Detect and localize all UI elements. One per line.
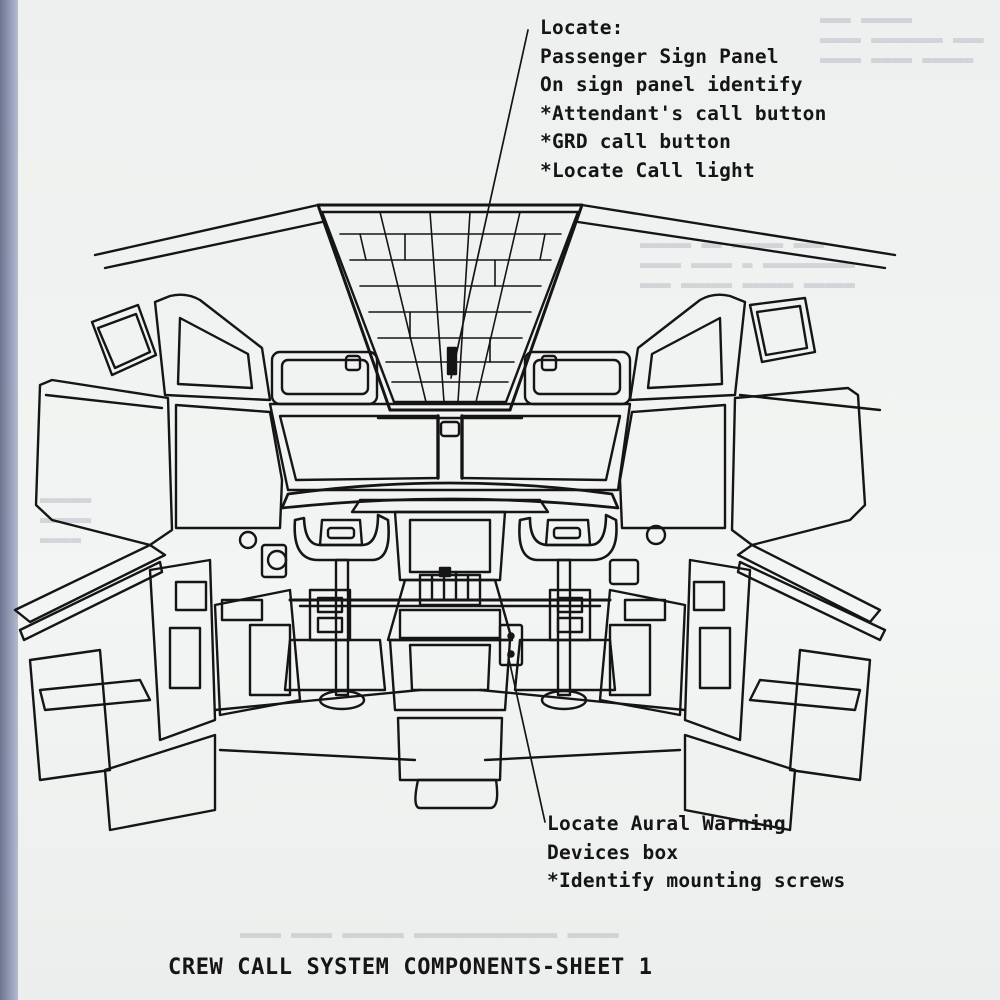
callout-line: Locate: — [540, 16, 624, 39]
callout-sign-panel: Locate: Passenger Sign Panel On sign pan… — [540, 14, 827, 186]
reverse-side-bleed: ▬▬▬▬ ▬▬▬▬ ▬▬▬▬▬▬ ▬▬▬▬▬▬▬▬▬▬▬▬▬▬ ▬▬▬▬▬ — [240, 925, 619, 945]
callout-line: Locate Aural Warning — [547, 812, 786, 835]
callout-line: *Attendant's call button — [540, 101, 827, 125]
leader-line-aural-warning — [507, 654, 546, 823]
leader-line-sign-panel — [450, 29, 529, 379]
callout-line: Devices box — [547, 840, 679, 864]
figure-caption: CREW CALL SYSTEM COMPONENTS-SHEET 1 — [168, 955, 653, 980]
callout-line: *GRD call button — [540, 130, 732, 154]
reverse-side-bleed: ▬▬▬ ▬▬▬▬▬ ▬▬▬▬ ▬▬▬▬▬▬▬ ▬▬▬ ▬▬▬▬ ▬▬▬▬ ▬▬▬… — [820, 10, 984, 70]
callout-aural-warning: Locate Aural Warning Devices box *Identi… — [547, 810, 846, 896]
callout-line: On sign panel identify — [540, 73, 803, 97]
center-pedestal — [386, 566, 514, 810]
reverse-side-bleed: ▬▬▬▬▬ ▬▬▬▬▬ ▬▬▬▬ — [40, 490, 92, 550]
callout-line: Passenger Sign Panel — [540, 44, 779, 68]
callout-line: *Locate Call light — [540, 158, 755, 182]
callout-line: *Identify mounting screws — [547, 869, 846, 893]
passenger-sign-panel — [316, 203, 584, 412]
